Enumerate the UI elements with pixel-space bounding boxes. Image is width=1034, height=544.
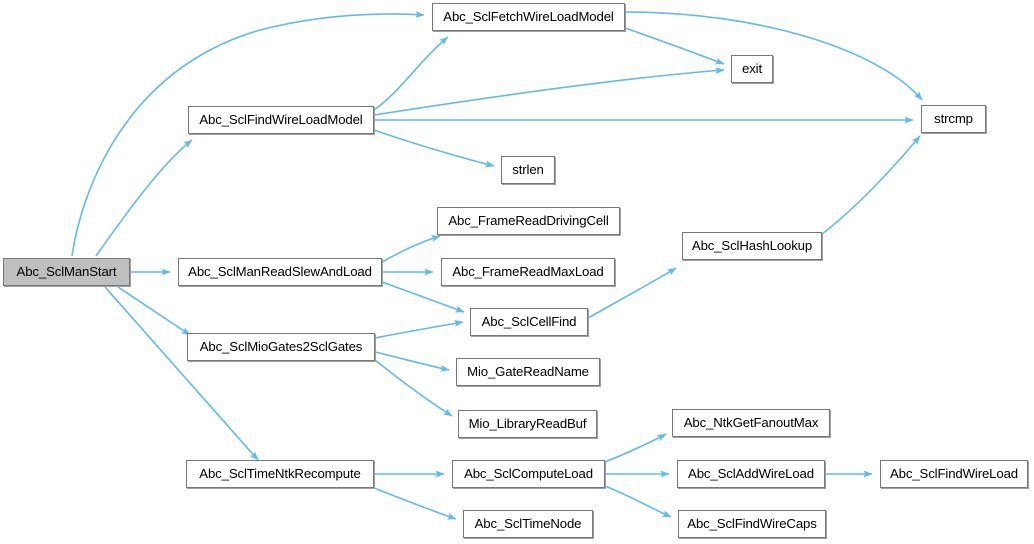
graph-node-label: Abc_FrameReadMaxLoad <box>452 264 604 280</box>
graph-node-label: Abc_SclFetchWireLoadModel <box>443 9 614 25</box>
graph-node-n15[interactable]: Abc_SclTimeNtkRecompute <box>186 460 374 488</box>
graph-edge-n0-to-n4 <box>95 139 193 257</box>
graph-node-label: Abc_SclTimeNtkRecompute <box>199 466 361 482</box>
graph-node-label: Abc_SclHashLookup <box>691 238 813 254</box>
graph-node-n10[interactable]: Abc_SclCellFind <box>470 308 588 336</box>
graph-node-label: Abc_SclFindWireLoad <box>890 466 1018 482</box>
graph-node-label: Abc_SclTimeNode <box>474 516 582 532</box>
graph-node-n19[interactable]: Abc_SclTimeNode <box>463 510 593 538</box>
graph-node-label: Mio_LibraryReadBuf <box>468 416 587 432</box>
graph-node-label: Abc_NtkGetFanoutMax <box>683 415 819 431</box>
graph-node-n0[interactable]: Abc_SclManStart <box>3 258 130 286</box>
graph-edge-n11-to-n14 <box>374 359 453 417</box>
graph-node-label: Abc_FrameReadDrivingCell <box>448 213 609 229</box>
graph-node-label: Abc_SclFindWireLoadModel <box>199 112 363 128</box>
graph-node-n18[interactable]: Abc_SclFindWireLoad <box>880 460 1028 488</box>
graph-node-n20[interactable]: Abc_SclFindWireCaps <box>678 510 826 538</box>
graph-edge-n1-to-n2 <box>624 27 725 65</box>
graph-node-n11[interactable]: Abc_SclMioGates2SclGates <box>187 333 375 361</box>
graph-edge-n0-to-n11 <box>117 286 191 336</box>
graph-edge-n0-to-n1 <box>71 11 425 257</box>
graph-node-label: strlen <box>512 162 544 178</box>
graph-edge-n11-to-n10 <box>374 320 464 339</box>
graph-edge-n1-to-n3 <box>624 11 923 101</box>
graph-node-n5[interactable]: strlen <box>501 156 555 184</box>
graph-node-n16[interactable]: Abc_SclComputeLoad <box>452 460 605 488</box>
graph-node-n12[interactable]: Mio_GateReadName <box>456 358 600 386</box>
graph-node-n7[interactable]: Abc_SclHashLookup <box>682 232 822 260</box>
graph-node-label: Abc_SclComputeLoad <box>464 466 593 482</box>
graph-node-label: Abc_SclMioGates2SclGates <box>199 339 363 355</box>
graph-node-label: exit <box>742 61 762 77</box>
graph-node-label: Abc_SclManStart <box>16 264 117 280</box>
graph-edge-n16-to-n20 <box>604 485 672 518</box>
graph-node-label: Abc_SclManReadSlewAndLoad <box>188 264 372 280</box>
graph-node-n9[interactable]: Abc_FrameReadMaxLoad <box>441 258 615 286</box>
graph-node-label: Abc_SclAddWireLoad <box>688 466 814 482</box>
graph-edge-n0-to-n15 <box>104 286 259 461</box>
graph-edge-n11-to-n12 <box>374 351 450 372</box>
graph-edge-n7-to-n3 <box>821 135 921 235</box>
graph-edge-n4-to-n1 <box>373 36 449 111</box>
graph-node-label: Abc_SclFindWireCaps <box>687 516 817 532</box>
graph-node-n13[interactable]: Abc_NtkGetFanoutMax <box>672 409 830 437</box>
graph-node-n14[interactable]: Mio_LibraryReadBuf <box>458 410 597 438</box>
graph-node-n17[interactable]: Abc_SclAddWireLoad <box>677 460 825 488</box>
graph-edge-n15-to-n19 <box>373 487 457 520</box>
graph-node-n2[interactable]: exit <box>731 55 773 83</box>
graph-edge-n8-to-n10 <box>381 281 465 313</box>
graph-edge-n8-to-n6 <box>381 235 441 263</box>
graph-node-n6[interactable]: Abc_FrameReadDrivingCell <box>437 207 620 235</box>
graph-node-n4[interactable]: Abc_SclFindWireLoadModel <box>188 106 374 134</box>
graph-node-label: strcmp <box>934 111 973 127</box>
graph-edge-n16-to-n13 <box>604 433 667 463</box>
graph-node-n1[interactable]: Abc_SclFetchWireLoadModel <box>432 3 625 31</box>
graph-node-n3[interactable]: strcmp <box>921 105 986 133</box>
graph-node-label: Abc_SclCellFind <box>481 314 577 330</box>
graph-node-n8[interactable]: Abc_SclManReadSlewAndLoad <box>178 258 382 286</box>
graph-edge-n4-to-n5 <box>373 129 495 168</box>
graph-node-label: Mio_GateReadName <box>467 364 589 380</box>
graph-edge-n4-to-n2 <box>373 67 725 116</box>
